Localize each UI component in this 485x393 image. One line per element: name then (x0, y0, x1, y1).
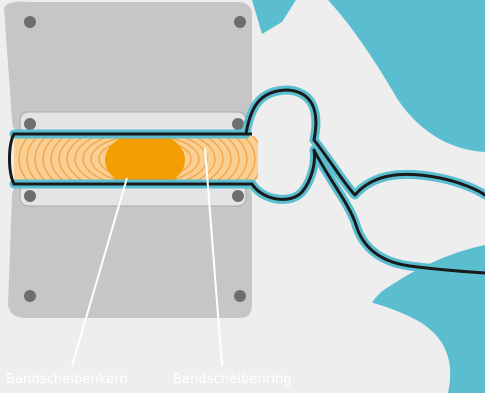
screw-top-left (24, 16, 36, 28)
label-nucleus: Bandscheibenkern (6, 372, 128, 388)
screw-mid-lower-left (24, 190, 36, 202)
screw-bottom-right (234, 290, 246, 302)
screw-mid-lower-right (232, 190, 244, 202)
screw-mid-upper-right (232, 118, 244, 130)
screw-mid-upper-left (24, 118, 36, 130)
screw-bottom-left (24, 290, 36, 302)
label-annulus: Bandscheibenring (173, 372, 292, 388)
screw-top-right (234, 16, 246, 28)
